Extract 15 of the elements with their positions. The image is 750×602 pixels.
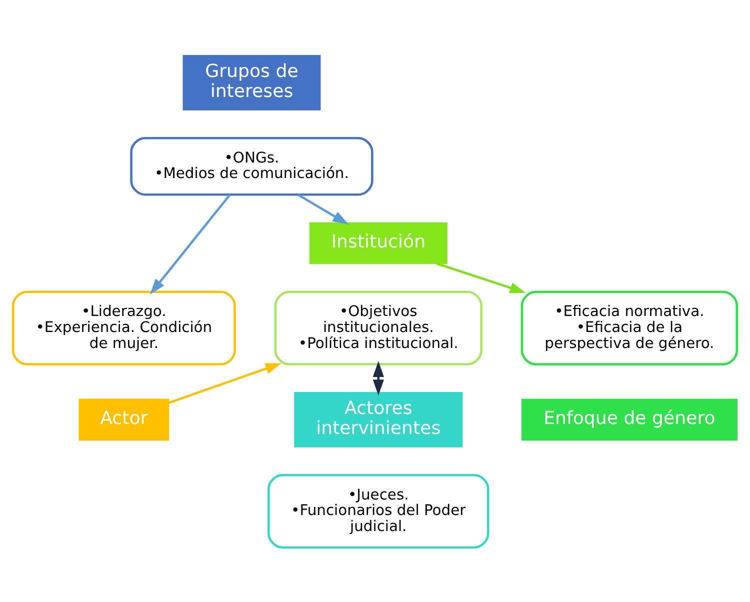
arrow [372, 360, 384, 395]
arrow [297, 193, 349, 224]
arrow [436, 262, 526, 293]
node-box: •Objetivos institucionales. •Política institucional. [274, 290, 482, 365]
node-box: Institución [309, 222, 448, 264]
node-box: Actores intervinientes [294, 391, 463, 447]
arrow [150, 194, 231, 294]
node-box: •Jueces. •Funcionarios del Poder judicial. [268, 473, 490, 548]
node-box: •Liderazgo. •Experiencia. Condición de mujer. [12, 290, 236, 365]
node-box: •ONGs. •Medios de comunicación. [130, 136, 374, 196]
node-box: Actor [78, 398, 170, 440]
node-box: Enfoque de género [521, 398, 738, 440]
node-box: Grupos de intereses [182, 54, 321, 110]
node-box: •Eficacia normativa. •Eficacia de la perspectiva de género. [520, 290, 738, 365]
arrow [168, 362, 282, 404]
